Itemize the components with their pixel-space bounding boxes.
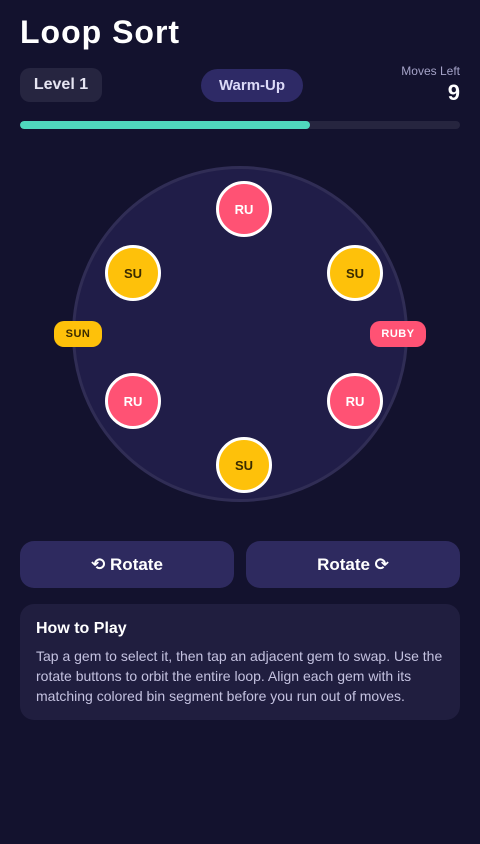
gem-bottom-right[interactable]: RU [327, 373, 383, 429]
moves-value: 9 [447, 80, 460, 105]
help-text: Tap a gem to select it, then tap an adja… [36, 648, 443, 704]
gem-bottom-left[interactable]: RU [105, 373, 161, 429]
progress-fill [20, 121, 311, 129]
help-title: How to Play [36, 620, 127, 637]
rotate-counterclockwise-button[interactable]: ⟲ Rotate [20, 541, 234, 588]
moves-label: Moves Left [401, 64, 460, 78]
gem-top-left[interactable]: SU [105, 245, 161, 301]
level-badge: Level 1 [20, 68, 102, 102]
progress-bar [20, 121, 460, 129]
bin-label-sun: SUN [54, 321, 102, 347]
rotate-clockwise-button[interactable]: Rotate ⟳ [246, 541, 460, 588]
how-to-play-card: How to Play Tap a gem to select it, then… [20, 604, 460, 720]
gem-top-right[interactable]: SU [327, 245, 383, 301]
bin-label-ruby: RUBY [370, 321, 426, 347]
gem-bottom[interactable]: SU [216, 437, 272, 493]
mode-badge: Warm-Up [201, 69, 303, 102]
gem-top[interactable]: RU [216, 181, 272, 237]
page-title: Loop Sort [20, 14, 181, 50]
moves-counter: Moves Left 9 [401, 64, 460, 106]
